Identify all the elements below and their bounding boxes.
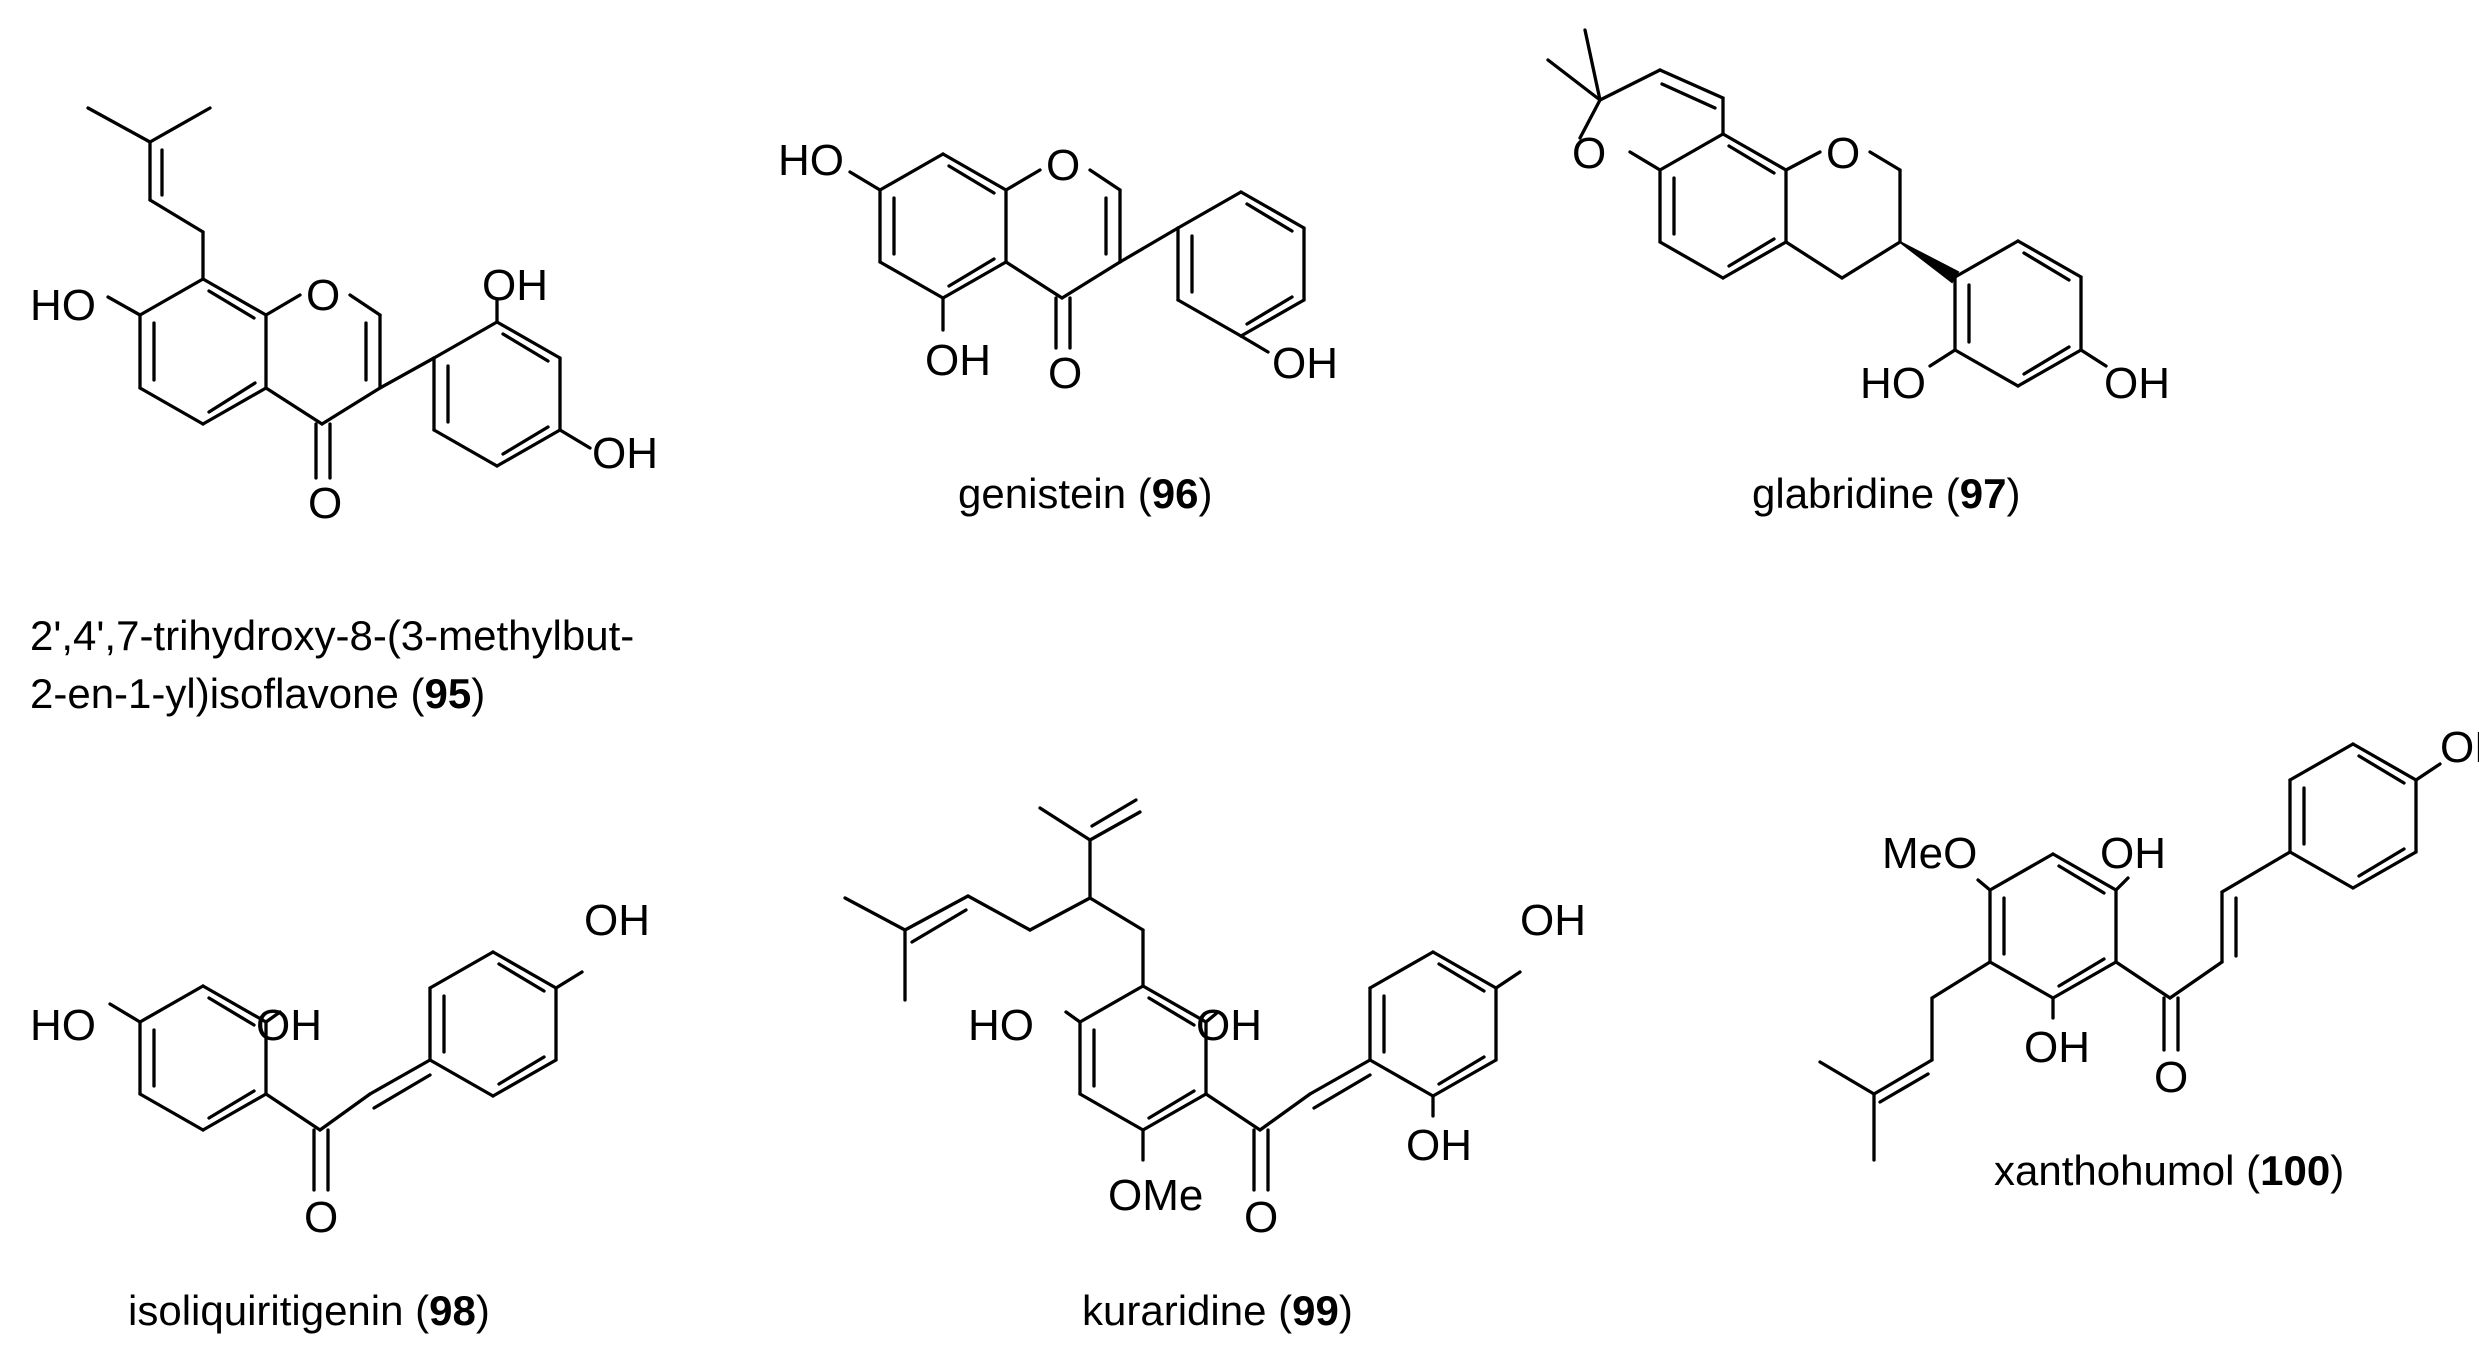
compound-96-structure: HO O OH O OH [778,136,1338,398]
compound-99-atom-label: HO [968,1001,1034,1050]
compound-100-caption-end: ) [2330,1147,2344,1194]
compound-100-caption: xanthohumol (100) [1994,1147,2344,1194]
compound-99-atom-label: OH [1520,896,1586,945]
compound-99-name: kuraridine ( [1082,1287,1292,1334]
compound-95-caption-line-2: 2-en-1-yl)isoflavone (95) [30,670,485,717]
compound-96-atom-label: O [1048,349,1082,398]
compound-99-caption-end: ) [1339,1287,1353,1334]
compound-98-atom-label: OH [584,896,650,945]
compound-99-structure: HO OH OMe O OH OH [843,798,1586,1242]
compound-98-number: 98 [429,1287,476,1334]
compound-96-caption-end: ) [1199,470,1213,517]
compound-97-caption-end: ) [2007,470,2021,517]
compound-95-caption-line-1: 2',4',7-trihydroxy-8-(3-methylbut- [30,612,634,659]
compound-99-caption: kuraridine (99) [1082,1287,1353,1334]
compound-97-atom-label: O [1826,129,1860,178]
compound-100-atom-label: OH [2024,1023,2090,1072]
compound-100-number: 100 [2260,1147,2330,1194]
compound-96-atom-label: OH [1272,339,1338,388]
compound-96-name: genistein ( [958,470,1152,517]
compound-99-atom-label: OH [1196,1001,1262,1050]
compound-98-atom-label: O [304,1193,338,1242]
compound-100-atom-label: O [2154,1053,2188,1102]
compound-100-name: xanthohumol ( [1994,1147,2260,1194]
compound-97-atom-label: O [1572,129,1606,178]
compound-96-atom-label: HO [778,136,844,185]
compound-100-bonds [1818,742,2442,1162]
compound-99-atom-label: OMe [1108,1171,1203,1220]
compound-95-atom-label: OH [482,261,548,310]
compound-97-atom-label: HO [1860,359,1926,408]
compound-97-structure: O O HO OH [1546,28,2170,408]
compound-98-bonds [108,950,584,1192]
compound-98-caption: isoliquiritigenin (98) [128,1287,490,1334]
compound-95-bonds [86,106,592,480]
compound-98-atom-label: OH [256,1001,322,1050]
compound-98-structure: HO OH OH O [30,896,650,1242]
compound-98-caption-end: ) [476,1287,490,1334]
compound-97-atom-label: OH [2104,359,2170,408]
compound-100-atom-label: OH [2100,829,2166,878]
compound-99-bonds [843,798,1522,1192]
compound-95-caption-text: 2-en-1-yl)isoflavone ( [30,670,425,717]
compound-95-caption-end: ) [471,670,485,717]
compound-95-atom-label: HO [30,281,96,330]
compound-100-structure: MeO OH OH O OH [1818,723,2479,1162]
compound-95-atom-label: OH [592,429,658,478]
compound-97-number: 97 [1960,470,2007,517]
compound-97-name: glabridine ( [1752,470,1960,517]
compound-95-atom-label: O [306,271,340,320]
compound-100-atom-label: OH [2440,723,2479,772]
compound-97-caption: glabridine (97) [1752,470,2021,517]
compound-96-caption: genistein (96) [958,470,1213,517]
compound-96-bonds [848,152,1306,354]
compound-96-atom-label: O [1046,141,1080,190]
compound-100-atom-label: MeO [1882,829,1977,878]
compound-99-atom-label: OH [1406,1121,1472,1170]
compound-99-number: 99 [1292,1287,1339,1334]
compound-95-structure: HO O OH O OH [30,106,658,528]
compound-96-number: 96 [1152,470,1199,517]
compound-98-name: isoliquiritigenin ( [128,1287,429,1334]
compound-95-atom-label: O [308,479,342,528]
compound-99-atom-label: O [1244,1193,1278,1242]
compound-96-atom-label: OH [925,336,991,385]
compound-98-atom-label: HO [30,1001,96,1050]
compound-95-number: 95 [425,670,472,717]
compound-97-bonds [1546,28,2108,388]
